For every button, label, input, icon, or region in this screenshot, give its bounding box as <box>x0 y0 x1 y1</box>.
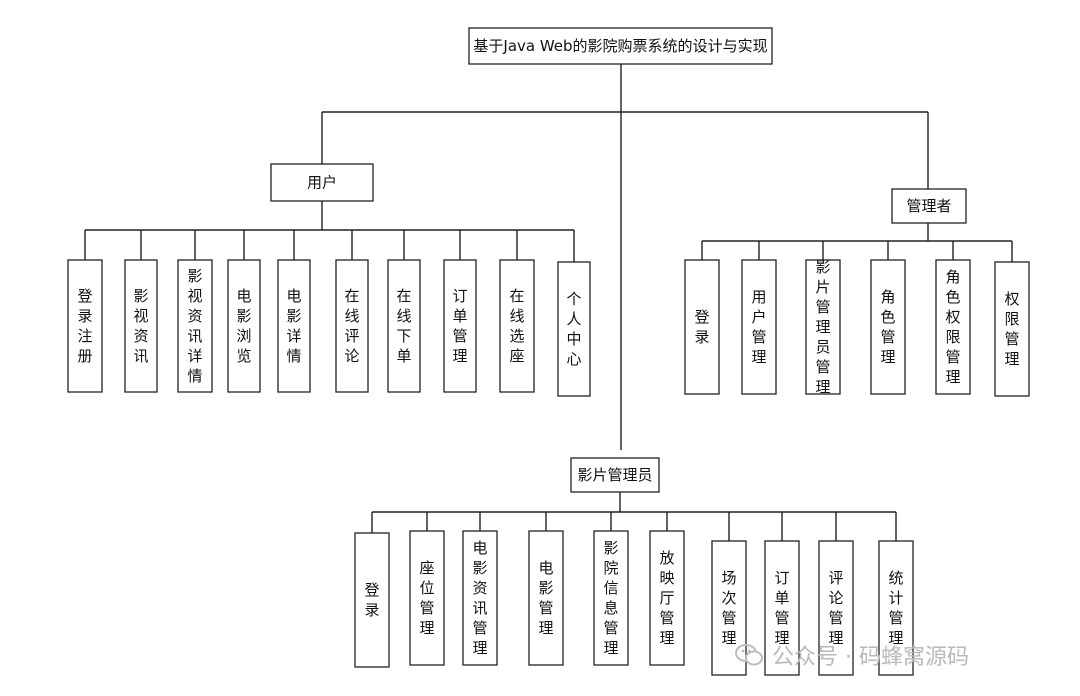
user-child-3-box <box>177 259 213 393</box>
user-child-8: 订单管理 <box>443 259 477 393</box>
film-manager-child-3: 电影资讯管理 <box>462 530 498 666</box>
user-child-5: 电影详情 <box>277 259 311 393</box>
admin-child-5: 角色权限管理 <box>935 259 971 395</box>
root-node-box <box>468 27 773 65</box>
watermark: 公众号 · 码蜂窝源码 <box>734 638 1054 672</box>
admin-child-5-box <box>935 259 971 395</box>
user-child-6: 在线评论 <box>335 259 369 393</box>
diagram-nodes: 基于Java Web的影院购票系统的设计与实现用户登录注册影视资讯影视资讯详情电… <box>67 27 1030 676</box>
film-manager-child-10-label: 统计管理 <box>888 569 903 647</box>
user-node-box <box>270 163 374 202</box>
film-manager-child-4-label: 电影管理 <box>538 559 553 637</box>
wechat-icon <box>735 644 763 666</box>
user-child-4: 电影浏览 <box>227 259 261 393</box>
user-node: 用户 <box>270 163 374 202</box>
film-manager-child-6-box <box>649 530 685 666</box>
film-manager-child-2-label: 座位管理 <box>419 559 434 637</box>
film-manager-child-7: 场次管理 <box>711 540 747 676</box>
connector-lines <box>84 64 1013 541</box>
admin-child-1: 登录 <box>684 259 720 395</box>
admin-node-label: 管理者 <box>906 197 951 215</box>
admin-node-box <box>891 188 967 224</box>
user-child-7-box <box>387 259 421 393</box>
watermark-text: 公众号 · 码蜂窝源码 <box>772 645 969 670</box>
film-manager-child-1: 登录 <box>354 532 390 668</box>
film-manager-child-5-box <box>593 530 629 666</box>
admin-child-3: 影片管理员管理 <box>805 258 841 396</box>
admin-child-6: 权限管理 <box>994 261 1030 397</box>
film-manager-node-box <box>570 457 660 493</box>
user-child-10-label: 个人中心 <box>566 290 581 368</box>
film-manager-child-10: 统计管理 <box>878 540 914 676</box>
film-manager-child-5-label: 影院信息管理 <box>603 539 618 657</box>
admin-child-4-label: 角色管理 <box>880 288 895 366</box>
user-child-8-box <box>443 259 477 393</box>
film-manager-child-4-box <box>528 530 564 666</box>
film-manager-child-6-label: 放映厅管理 <box>659 549 674 647</box>
user-child-6-label: 在线评论 <box>344 287 359 365</box>
user-child-2: 影视资讯 <box>124 259 158 393</box>
film-manager-child-10-box <box>878 540 914 676</box>
film-manager-child-3-box <box>462 530 498 666</box>
root-node: 基于Java Web的影院购票系统的设计与实现 <box>468 27 773 65</box>
user-child-9-box <box>499 259 535 393</box>
user-child-10: 个人中心 <box>557 261 591 397</box>
film-manager-node: 影片管理员 <box>570 457 660 493</box>
user-child-10-box <box>557 261 591 397</box>
film-manager-child-3-label: 电影资讯管理 <box>472 539 487 657</box>
film-manager-child-1-label: 登录 <box>364 581 379 619</box>
film-manager-child-6: 放映厅管理 <box>649 530 685 666</box>
film-manager-child-4: 电影管理 <box>528 530 564 666</box>
user-child-8-label: 订单管理 <box>452 287 467 365</box>
film-manager-child-9-label: 评论管理 <box>828 569 843 647</box>
user-child-7: 在线下单 <box>387 259 421 393</box>
user-child-2-label: 影视资讯 <box>133 287 148 365</box>
film-manager-child-2: 座位管理 <box>409 530 445 666</box>
admin-child-6-box <box>994 261 1030 397</box>
user-child-9: 在线选座 <box>499 259 535 393</box>
film-manager-child-9: 评论管理 <box>818 540 854 676</box>
film-manager-child-7-label: 场次管理 <box>721 569 736 647</box>
film-manager-child-5: 影院信息管理 <box>593 530 629 666</box>
user-child-3-label: 影视资讯详情 <box>187 267 202 385</box>
film-manager-child-7-box <box>711 540 747 676</box>
admin-child-6-label: 权限管理 <box>1004 290 1019 368</box>
user-child-1: 登录注册 <box>67 259 103 393</box>
admin-child-3-label: 影片管理员管理 <box>815 258 830 396</box>
user-child-5-label: 电影详情 <box>286 287 301 365</box>
user-child-1-box <box>67 259 103 393</box>
user-child-7-label: 在线下单 <box>396 287 411 365</box>
admin-child-4: 角色管理 <box>870 259 906 395</box>
admin-child-3-box <box>805 259 841 395</box>
film-manager-child-8-box <box>764 540 800 676</box>
user-child-9-label: 在线选座 <box>509 287 524 365</box>
user-child-2-box <box>124 259 158 393</box>
admin-child-1-box <box>684 259 720 395</box>
film-manager-child-9-box <box>818 540 854 676</box>
admin-child-2-label: 用户管理 <box>751 288 766 366</box>
user-node-label: 用户 <box>307 174 337 192</box>
admin-child-2-box <box>741 259 777 395</box>
admin-child-2: 用户管理 <box>741 259 777 395</box>
film-manager-child-1-box <box>354 532 390 668</box>
admin-node: 管理者 <box>891 188 967 224</box>
root-node-label: 基于Java Web的影院购票系统的设计与实现 <box>473 37 767 55</box>
admin-child-1-label: 登录 <box>694 308 709 346</box>
user-child-5-box <box>277 259 311 393</box>
film-manager-child-8: 订单管理 <box>764 540 800 676</box>
user-child-1-label: 登录注册 <box>77 287 92 365</box>
film-manager-child-8-label: 订单管理 <box>774 569 789 647</box>
film-manager-node-label: 影片管理员 <box>577 466 652 484</box>
user-child-6-box <box>335 259 369 393</box>
admin-child-4-box <box>870 259 906 395</box>
user-child-3: 影视资讯详情 <box>177 259 213 393</box>
user-child-4-label: 电影浏览 <box>236 287 251 365</box>
admin-child-5-label: 角色权限管理 <box>945 268 960 386</box>
user-child-4-box <box>227 259 261 393</box>
film-manager-child-2-box <box>409 530 445 666</box>
